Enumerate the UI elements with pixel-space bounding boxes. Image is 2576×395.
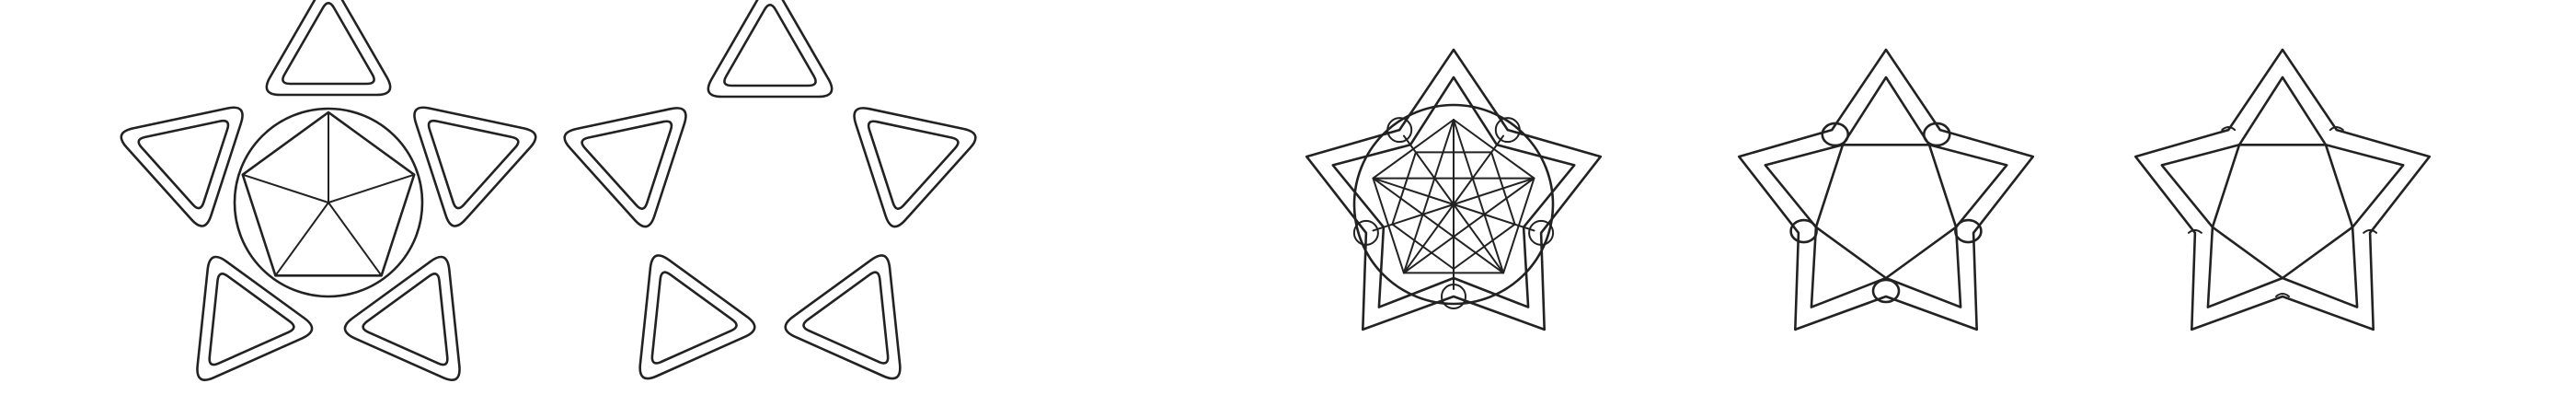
triangle-2-inner [427, 119, 520, 210]
spoke-3 [1453, 177, 1535, 205]
step-2-separated-triangles [563, 0, 977, 380]
joint-notch-1 [2329, 126, 2344, 132]
joint-notch-5 [2221, 126, 2237, 132]
step-1-pentagon-with-triangles [120, 0, 537, 381]
inner-pentagon [1814, 144, 1958, 280]
triangle-3-outer [784, 254, 902, 380]
construction-circle [1352, 103, 1555, 306]
triangle-2-outer [853, 107, 977, 228]
step-3-overlay-construction [1305, 48, 1603, 331]
spoke-2 [1453, 134, 1505, 205]
spoke-7 [1402, 203, 1455, 274]
triangle-3-outer [343, 255, 461, 381]
triangle-1-outer [707, 0, 834, 99]
joint-notch-4 [2187, 228, 2202, 234]
triangle-4-outer [638, 254, 756, 380]
star-inner [1764, 76, 2008, 308]
star-outer [2133, 48, 2432, 331]
joint-notch-2 [2363, 228, 2378, 234]
triangle-4-outer [196, 255, 314, 381]
spoke-4 [1453, 203, 1535, 232]
triangle-1-outer [265, 0, 392, 97]
triangle-5-outer [120, 106, 244, 227]
triangle-1-inner [723, 4, 817, 87]
joint-circle-4 [1352, 219, 1379, 246]
joint-circle-1 [1494, 117, 1521, 144]
triangle-2-inner [867, 120, 960, 210]
spoke-5 [1453, 203, 1505, 274]
radius-line-4 [274, 202, 329, 277]
triangle-3-inner [362, 273, 449, 366]
joint-circle-3 [1441, 284, 1466, 309]
spoke-8 [1372, 203, 1455, 232]
step-4-star-with-joint-circles [1737, 48, 2035, 331]
joint-3 [1871, 278, 1901, 304]
joint-4 [1789, 218, 1818, 244]
pentagon [241, 110, 416, 277]
triangle-5-outer [563, 107, 687, 228]
construction-circle [233, 107, 424, 298]
star-inner [2160, 76, 2405, 308]
triangle-1-inner [282, 2, 375, 86]
step-5-finished-star-knot [2133, 48, 2432, 331]
joint-notch-3 [2275, 293, 2290, 297]
triangle-4-inner [208, 273, 295, 366]
triangle-4-inner [650, 271, 738, 365]
triangle-3-inner [802, 271, 890, 365]
triangle-5-inner [581, 120, 673, 210]
star-outer [1305, 48, 1603, 331]
radius-line-5 [241, 173, 329, 203]
joint-circle-5 [1386, 117, 1413, 144]
joint-circle-2 [1528, 219, 1555, 246]
star-outer [1737, 48, 2035, 331]
radius-line-2 [328, 173, 416, 203]
joint-1 [1922, 122, 1951, 147]
spoke-10 [1402, 134, 1455, 205]
spoke-9 [1372, 177, 1455, 205]
radius-line-3 [328, 202, 383, 277]
joint-5 [1821, 122, 1850, 147]
inner-pentagon [2211, 144, 2354, 280]
triangle-2-outer [413, 106, 537, 227]
triangle-5-inner [137, 119, 230, 210]
joint-2 [1954, 218, 1983, 244]
